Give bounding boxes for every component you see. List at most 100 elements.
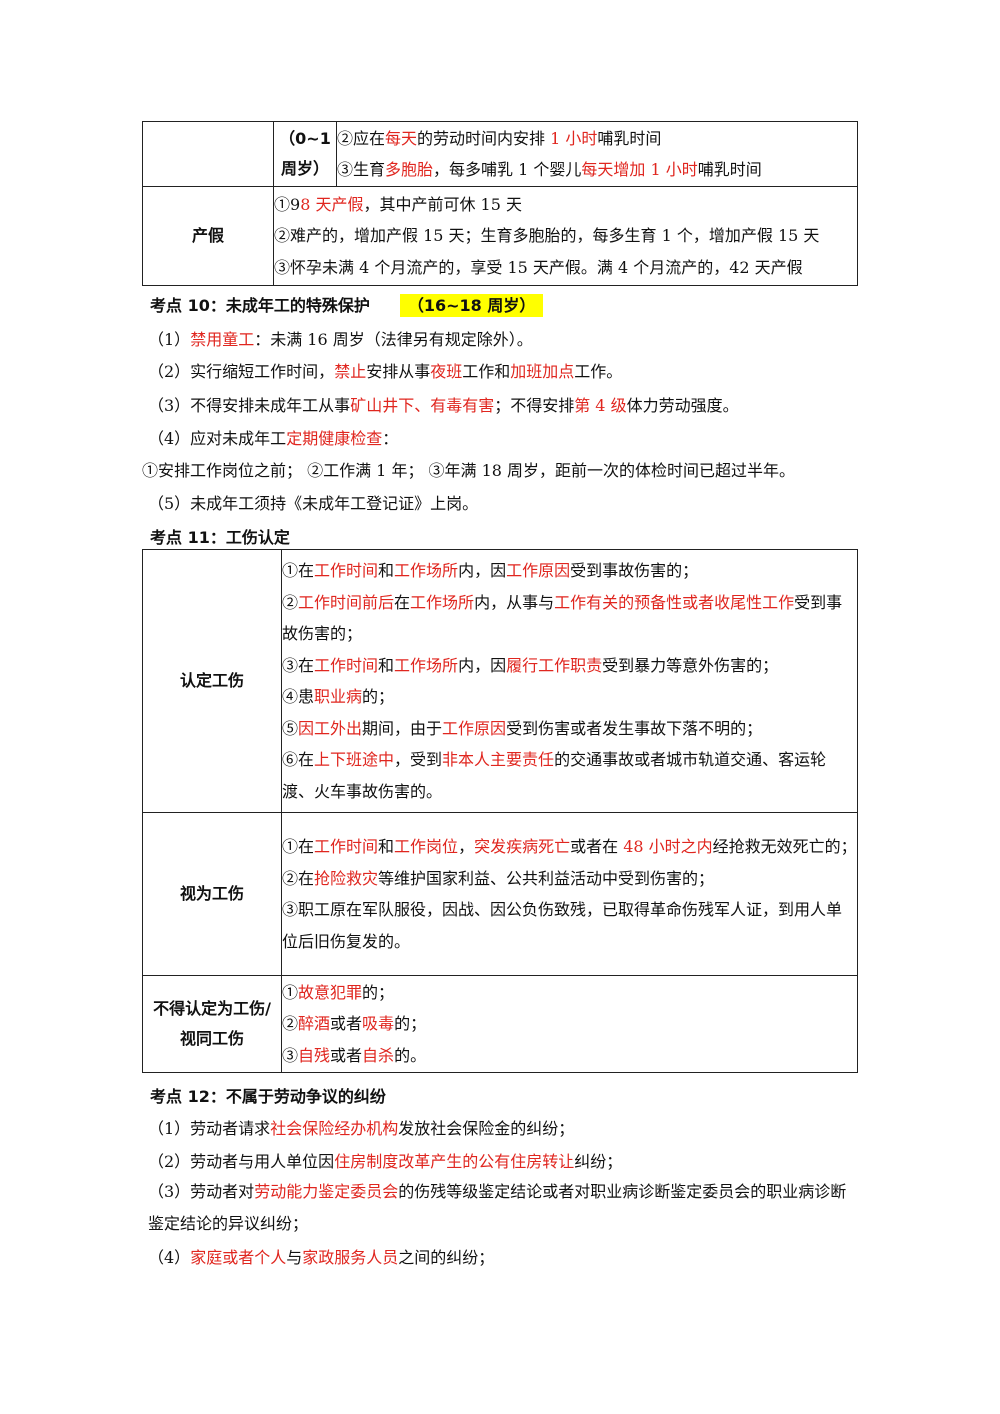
emphasis-text: 禁用童工: [190, 330, 255, 349]
emphasis-text: 工作原因: [442, 718, 507, 738]
text-run: ⑥在: [282, 750, 315, 769]
nursing-line: ③生育多胞胎，每多哺乳 1 个婴儿每天增加 1 小时哺乳时间: [337, 154, 857, 186]
text-run: 和: [378, 561, 395, 580]
text-run: 工作和: [462, 362, 511, 381]
section-10-title: 考点 10：未成年工的特殊保护: [150, 296, 370, 315]
emphasis-text: 劳动能力鉴定委员会: [254, 1182, 399, 1201]
text-run: 或者: [330, 1014, 363, 1034]
emphasis-text: 履行工作职责: [506, 655, 603, 675]
text-run: 安排从事: [366, 362, 431, 381]
section-12-title: 考点 12：不属于劳动争议的纠纷: [150, 1087, 386, 1106]
work-injury-content: ①在工作时间和工作场所内，因工作原因受到事故伤害的； ②工作时间前后在工作场所内…: [281, 549, 858, 813]
text-run: 受到事故伤害的；: [570, 561, 699, 580]
emphasis-text: 每天增加 1 小时: [581, 160, 698, 179]
text-run: ①9: [274, 194, 301, 214]
text-run: 等维护国家利益、公共利益活动中受到伤害的；: [378, 868, 715, 888]
text-run: ①在: [282, 837, 315, 856]
nursing-line: ②应在每天的劳动时间内安排 1 小时哺乳时间: [337, 123, 857, 155]
emphasis-text: 突发疾病死亡: [474, 837, 571, 856]
nursing-content: ②应在每天的劳动时间内安排 1 小时哺乳时间 ③生育多胞胎，每多哺乳 1 个婴儿…: [336, 121, 858, 187]
emphasis-text: 工作原因: [506, 561, 571, 580]
section-11-title: 考点 11：工伤认定: [150, 528, 290, 547]
work-injury-line: ③在工作时间和工作场所内，因履行工作职责受到暴力等意外伤害的；: [282, 650, 857, 682]
text-run: ②在: [282, 868, 315, 888]
text-run: 哺乳时间: [597, 128, 662, 148]
emphasis-text: 矿山井下、有毒有害: [350, 396, 495, 415]
maternity-leave-row: 产假 ①98 天产假，其中产前可休 15 天 ②难产的，增加产假 15 天；生育…: [142, 186, 858, 286]
maternity-content: ①98 天产假，其中产前可休 15 天 ②难产的，增加产假 15 天；生育多胞胎…: [273, 186, 858, 286]
text-run: 内，从事与: [474, 592, 555, 612]
maternity-line: ②难产的，增加产假 15 天；生育多胞胎的，每多生育 1 个，增加产假 15 天: [274, 220, 857, 252]
text-run: ③生育: [337, 160, 386, 179]
text-run: （5）未成年工须持《未成年工登记证》上岗。: [148, 494, 479, 513]
text-run: 与: [286, 1248, 303, 1267]
text-run: （3）劳动者对: [148, 1182, 255, 1201]
deemed-injury-label: 视为工伤: [179, 884, 244, 903]
text-run: 受到事故伤害的；: [282, 592, 843, 644]
emphasis-text: 夜班: [430, 362, 463, 381]
deemed-injury-line: ③职工原在军队服役，因战、因公负伤致残，已取得革命伤残军人证，到用人单位后旧伤复…: [282, 894, 857, 957]
excluded-injury-line: ②醉酒或者吸毒的；: [282, 1008, 857, 1040]
text-run: （1）: [148, 330, 191, 349]
text-run: 的伤残等级鉴定结论或者对职业病诊断鉴定委员会的职业病诊断鉴定结论的异议纠纷；: [148, 1182, 847, 1233]
emphasis-text: 工作有关的预备性或者收尾性工作: [554, 592, 795, 612]
emphasis-text: 因工外出: [298, 718, 363, 738]
text-run: ③怀孕未满 4 个月流产的，享受 15 天产假。满 4 个月流产的，42 天产假: [274, 257, 803, 277]
text-run: （4）应对未成年工: [148, 429, 287, 448]
nursing-age-range: （0~1 周岁）: [279, 129, 331, 178]
maternity-table: （0~1 周岁） ②应在每天的劳动时间内安排 1 小时哺乳时间 ③生育多胞胎，每…: [142, 121, 858, 286]
emphasis-text: 故意犯罪: [298, 982, 363, 1002]
emphasis-text: 多胞胎: [385, 160, 434, 179]
emphasis-text: 每天: [385, 128, 418, 148]
text-run: 之间的纠纷；: [398, 1248, 495, 1267]
work-injury-line: ⑤因工外出期间，由于工作原因受到伤害或者发生事故下落不明的；: [282, 713, 857, 745]
excluded-injury-label-cell: 不得认定为工伤/视同工伤: [142, 975, 282, 1073]
work-injury-line: ①在工作时间和工作场所内，因工作原因受到事故伤害的；: [282, 555, 857, 587]
text-run: 哺乳时间: [697, 160, 762, 179]
minor-protection-item: ①安排工作岗位之前； ②工作满 1 年； ③年满 18 周岁，距前一次的体检时间…: [142, 457, 795, 481]
emphasis-text: 工作场所: [410, 592, 475, 612]
emphasis-text: 醉酒: [298, 1014, 331, 1034]
excluded-injury-line: ①故意犯罪的；: [282, 977, 857, 1009]
excluded-injury-line: ③自残或者自杀的。: [282, 1040, 857, 1072]
text-run: ②应在: [337, 128, 386, 148]
section-10-heading: 考点 10：未成年工的特殊保护 （16~18 周岁）: [150, 292, 544, 317]
text-run: 的劳动时间内安排: [417, 128, 551, 148]
text-run: ，受到: [394, 750, 443, 769]
emphasis-text: 工作时间: [314, 837, 379, 856]
text-run: 在: [394, 592, 411, 612]
section-12-heading: 考点 12：不属于劳动争议的纠纷: [150, 1083, 386, 1107]
non-labor-dispute-item: （3）劳动者对劳动能力鉴定委员会的伤残等级鉴定结论或者对职业病诊断鉴定委员会的职…: [148, 1176, 858, 1239]
text-run: 或者在: [570, 837, 624, 856]
text-run: 的；: [394, 1014, 427, 1034]
text-run: 和: [378, 837, 395, 856]
maternity-line: ③怀孕未满 4 个月流产的，享受 15 天产假。满 4 个月流产的，42 天产假: [274, 252, 857, 284]
text-run: ，: [458, 837, 475, 856]
text-run: ：: [382, 429, 399, 448]
text-run: ⑤: [282, 718, 299, 738]
text-run: ③: [282, 1045, 299, 1065]
text-run: ③职工原在军队服役，因战、因公负伤致残，已取得革命伤残军人证，到用人单位后旧伤复…: [282, 900, 843, 951]
text-run: 内，因: [458, 561, 507, 580]
text-run: ，每多哺乳 1 个婴儿: [433, 160, 582, 179]
nursing-label-cell: [142, 121, 274, 187]
non-labor-dispute-item: （4）家庭或者个人与家政服务人员之间的纠纷；: [148, 1244, 494, 1268]
text-run: 的。: [394, 1045, 427, 1065]
emphasis-text: 自残: [298, 1045, 331, 1065]
text-run: 工作。: [574, 362, 623, 381]
text-run: ②: [282, 592, 299, 612]
nursing-sub-cell: （0~1 周岁）: [273, 121, 337, 187]
text-run: （3）不得安排未成年工从事: [148, 396, 351, 415]
section-11-heading: 考点 11：工伤认定: [150, 524, 290, 548]
text-run: ③在: [282, 655, 315, 675]
emphasis-text: 第 4 级: [574, 396, 627, 415]
section-10-age-highlight: （16~18 周岁）: [399, 294, 544, 317]
text-run: 受到伤害或者发生事故下落不明的；: [506, 718, 763, 738]
emphasis-text: 工作时间: [314, 655, 379, 675]
excluded-injury-content: ①故意犯罪的； ②醉酒或者吸毒的； ③自残或者自杀的。: [281, 975, 858, 1073]
text-run: 体力劳动强度。: [626, 396, 739, 415]
work-injury-label-cell: 认定工伤: [142, 549, 282, 813]
text-run: ，其中产前可休 15 天: [363, 194, 523, 214]
text-run: （4）: [148, 1248, 191, 1267]
